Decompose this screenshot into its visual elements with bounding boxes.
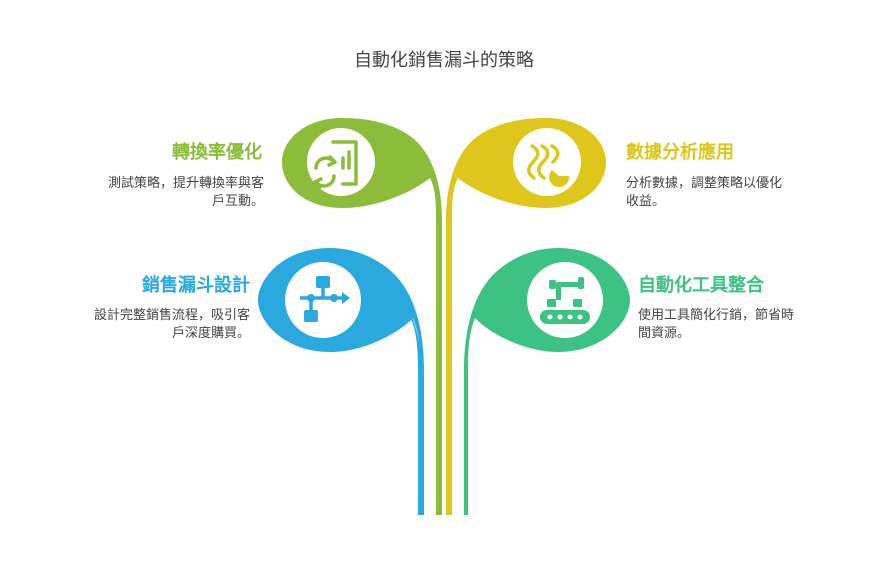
diagram-title: 自動化銷售漏斗的策略 [354,50,534,71]
item-desc-data-line1: 分析數據，調整策略以優化 [626,176,783,191]
item-desc-data-line2: 收益。 [626,194,666,209]
flowchart-icon [300,276,350,322]
item-desc-conversion-line2: 戶互動。 [211,194,264,209]
item-title-automation: 自動化工具整合 [638,275,764,296]
item-title-conversion: 轉換率優化 [172,142,262,163]
stem-automation [464,248,630,515]
item-desc-funnel-line1: 設計完整銷售流程，吸引客 [93,308,250,323]
item-desc-automation: 使用工具簡化行銷，節省時 間資源。 [638,307,828,343]
data-pie-icon [527,144,570,188]
stem-conversion [282,118,442,515]
item-desc-automation-line2: 間資源。 [638,326,691,341]
item-desc-data: 分析數據，調整策略以優化 收益。 [626,175,816,211]
item-title-funnel: 銷售漏斗設計 [142,275,250,296]
stem-funnel [258,248,424,515]
item-title-data: 數據分析應用 [626,142,734,163]
robot-arm-icon [540,277,590,324]
item-desc-conversion: 測試策略，提升轉換率與客 戶互動。 [74,175,264,211]
refresh-chart-icon [313,140,358,189]
item-desc-funnel: 設計完整銷售流程，吸引客 戶深度購買。 [60,307,250,343]
item-desc-conversion-line1: 測試策略，提升轉換率與客 [107,176,264,191]
item-desc-automation-line1: 使用工具簡化行銷，節省時 [638,308,795,323]
item-desc-funnel-line2: 戶深度購買。 [171,326,250,341]
